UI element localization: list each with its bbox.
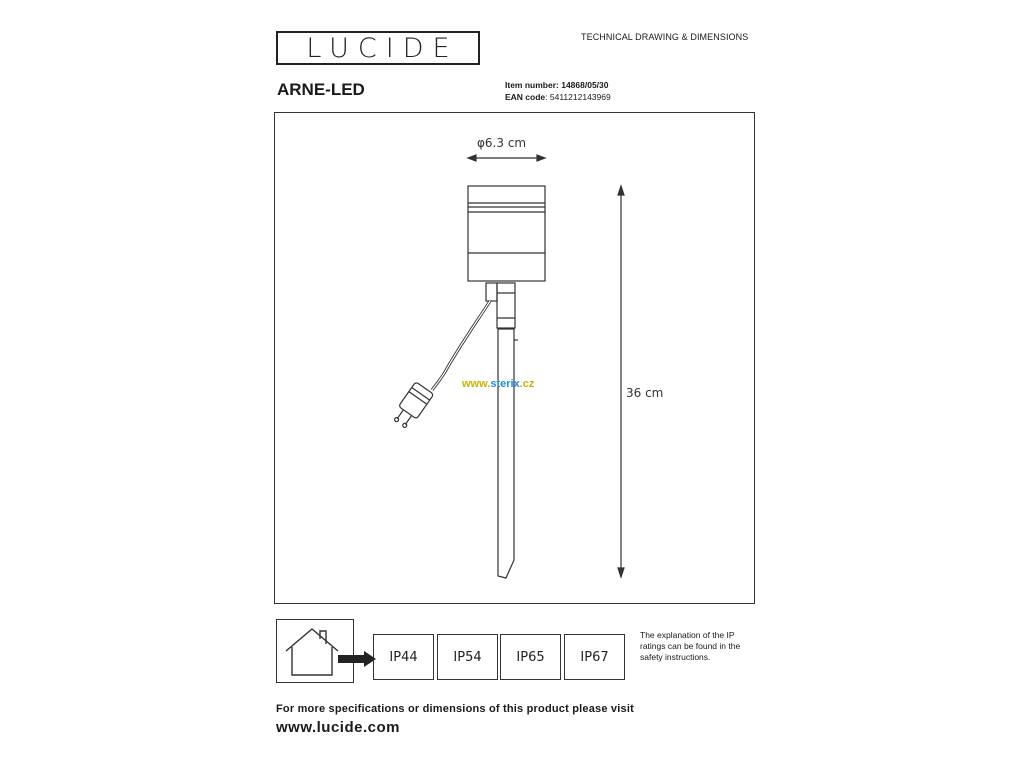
ean-label: EAN code (505, 92, 546, 102)
house-arrow-icon (285, 628, 376, 676)
ground-spike (497, 328, 515, 579)
lamp-head (467, 185, 546, 282)
watermark-prefix: www. (462, 378, 491, 390)
lucide-logo: LUCIDE (276, 31, 480, 65)
diameter-label: φ6.3 cm (477, 136, 527, 150)
height-label: 36 cm (626, 386, 664, 400)
ip-rating-ip54: IP54 (437, 634, 498, 680)
ip-rating-ip67: IP67 (564, 634, 625, 680)
item-number-label: Item number: (505, 80, 559, 90)
watermark: www.sterix.cz (462, 378, 534, 390)
ean-value: : 5411212143969 (545, 92, 611, 102)
lamp-connector (496, 282, 516, 329)
height-arrow-top (617, 184, 625, 196)
ean-row: EAN code: 5411212143969 (505, 92, 611, 102)
watermark-suffix: .cz (519, 378, 535, 390)
more-specifications-text: For more specifications or dimensions of… (276, 703, 634, 715)
technical-drawing-frame (274, 112, 755, 604)
house-icon (285, 628, 339, 676)
watermark-main: sterix (490, 378, 520, 390)
item-number-row: Item number: 14868/05/30 (505, 80, 609, 90)
height-arrow-bottom (617, 567, 625, 579)
ip-explanation-note: The explanation of the IP ratings can be… (640, 630, 741, 662)
diameter-arrow-left (466, 154, 477, 162)
ip-rating-ip65: IP65 (500, 634, 561, 680)
diameter-arrow-right (536, 154, 547, 162)
cable-gland (485, 282, 498, 302)
arrow-right-icon (338, 651, 376, 667)
item-number-value: 14868/05/30 (561, 80, 609, 90)
website-link[interactable]: www.lucide.com (276, 719, 400, 736)
ip-rating-ip44: IP44 (373, 634, 434, 680)
house-icon-box (276, 619, 354, 683)
power-plug (393, 382, 434, 428)
product-name: ARNE-LED (277, 80, 365, 99)
document-title: TECHNICAL DRAWING & DIMENSIONS (581, 32, 749, 42)
